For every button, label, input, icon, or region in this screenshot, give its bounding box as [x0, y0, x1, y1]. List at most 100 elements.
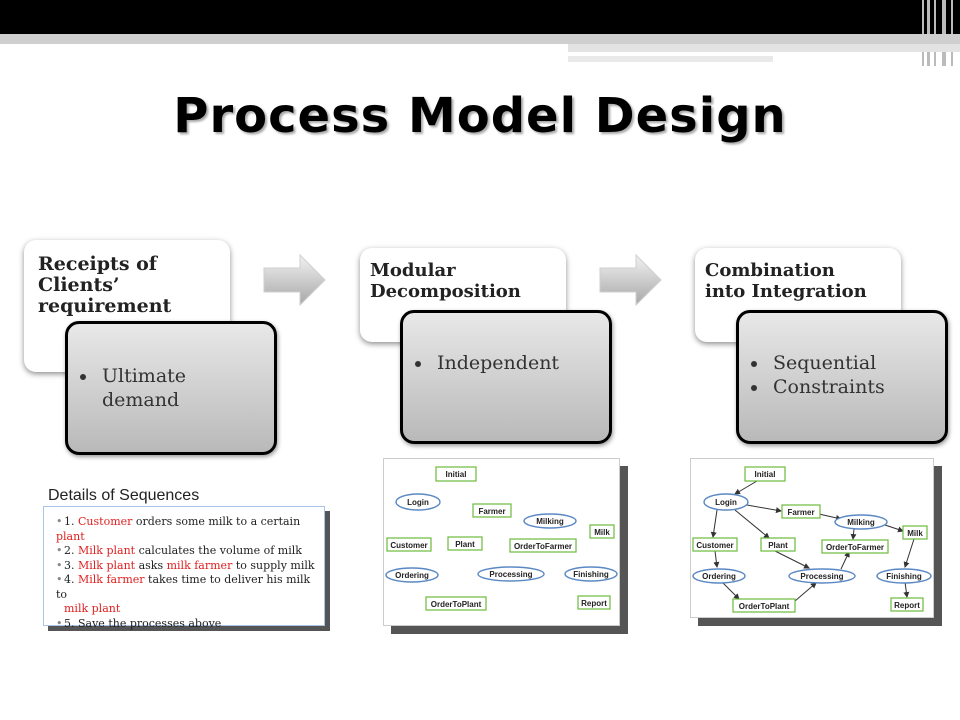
phase-detail-integration: Sequential Constraints: [736, 310, 948, 444]
phase-title-line: Modular: [370, 260, 456, 281]
phase-title-line: Combination: [705, 260, 835, 281]
edge-milking-order-to-farmer: [850, 528, 857, 540]
node-finishing: [564, 566, 618, 582]
node-finishing-label: Finishing: [886, 572, 922, 581]
node-order-to-plant-label: OrderToPlant: [431, 600, 482, 609]
detail-bullet: Sequential: [769, 351, 945, 375]
node-report: [577, 595, 611, 610]
node-finishing-label: Finishing: [573, 570, 609, 579]
node-login: [703, 493, 749, 511]
node-order-to-plant-label: OrderToPlant: [739, 602, 790, 611]
top-stripes-decoration: [920, 0, 960, 66]
node-ordering-label: Ordering: [395, 571, 429, 580]
node-customer: [692, 537, 738, 552]
edge-processing-order-to-farmer: [840, 551, 850, 570]
node-login-label: Login: [407, 498, 429, 507]
node-farmer-label: Farmer: [787, 508, 814, 517]
node-processing-label: Processing: [800, 572, 843, 581]
sequence-item: •5. Save the processes above: [56, 616, 222, 630]
node-ordering: [385, 567, 439, 583]
node-customer-label: Customer: [390, 541, 427, 550]
edge-ordering-order-to-plant: [722, 582, 740, 600]
node-order-to-farmer: [509, 538, 577, 553]
phase-title-line: Decomposition: [370, 281, 521, 302]
phase-title-line: Clients’: [38, 274, 120, 296]
node-farmer-label: Farmer: [478, 507, 505, 516]
node-initial: [435, 466, 477, 482]
node-login: [395, 493, 441, 511]
detail-bullet-line: Ultimate: [102, 365, 187, 387]
phase-title: Modular Decomposition: [370, 260, 521, 302]
node-initial-label: Initial: [755, 470, 776, 479]
phase-title-line: into Integration: [705, 281, 867, 302]
node-ordering-label: Ordering: [702, 572, 736, 581]
node-order-to-plant: [425, 596, 487, 611]
node-order-to-farmer-label: OrderToFarmer: [514, 542, 572, 551]
node-report-label: Report: [894, 601, 920, 610]
header-band-secondary: [568, 44, 960, 52]
node-milking-label: Milking: [847, 518, 875, 527]
node-initial-label: Initial: [446, 470, 467, 479]
node-milking-label: Milking: [536, 517, 564, 526]
node-plant: [447, 536, 483, 551]
sequences-list: •1. Customer orders some milk to a certa…: [44, 507, 324, 631]
node-milking: [834, 514, 888, 530]
node-farmer: [472, 503, 512, 518]
node-milk-label: Milk: [907, 529, 923, 538]
edge-finishing-report: [903, 581, 910, 598]
node-finishing: [876, 568, 932, 584]
node-report: [890, 597, 924, 612]
edge-farmer-milking: [818, 513, 842, 521]
edge-login-plant: [734, 509, 770, 539]
detail-bullet: Independent: [433, 351, 609, 375]
node-processing: [788, 568, 856, 584]
node-processing: [477, 566, 545, 582]
node-plant-label: Plant: [768, 541, 788, 550]
node-milking: [523, 513, 577, 529]
sequences-heading: Details of Sequences: [48, 487, 200, 504]
edge-plant-processing: [774, 550, 810, 569]
phase-title-line: Receipts of: [38, 253, 157, 275]
sequence-item-continuation: milk plant: [64, 602, 121, 615]
phase-detail-receipts: Ultimate demand: [65, 321, 277, 455]
detail-bullet: Ultimate demand: [98, 364, 274, 412]
node-milk: [902, 525, 928, 540]
sequence-item: •2. Milk plant calculates the volume of …: [56, 544, 302, 557]
sequences-box: •1. Customer orders some milk to a certa…: [43, 506, 325, 630]
node-milk-label: Milk: [594, 528, 610, 537]
edge-customer-ordering: [713, 550, 720, 568]
phase-detail-decomposition: Independent: [400, 310, 612, 444]
node-order-to-plant: [732, 598, 796, 613]
sequence-item: •3. Milk plant asks milk farmer to suppl…: [56, 558, 315, 572]
edge-milk-finishing: [903, 538, 915, 568]
edge-login-farmer: [746, 504, 782, 514]
edge-login-customer: [710, 509, 718, 538]
node-customer-label: Customer: [696, 541, 733, 550]
node-customer: [386, 537, 432, 552]
node-plant: [760, 537, 796, 552]
header-band: [0, 34, 960, 44]
phase-title: Receipts of Clients’ requirement: [38, 254, 171, 317]
node-order-to-farmer-label: OrderToFarmer: [826, 543, 884, 552]
node-order-to-farmer: [821, 539, 889, 554]
slide-title: Process Model Design: [173, 88, 787, 144]
node-milk: [589, 524, 615, 539]
edge-order-to-plant-processing: [794, 582, 817, 602]
sequence-item: •4. Milk farmer takes time to deliver hi…: [56, 573, 311, 601]
header-band-tertiary: [568, 56, 773, 62]
detail-bullet: Constraints: [769, 375, 945, 399]
node-plant-label: Plant: [455, 540, 475, 549]
detail-bullet-line: demand: [102, 389, 180, 411]
process-flow-diagram: Initial Login Farmer Milking Milk Custom…: [690, 458, 934, 618]
node-report-label: Report: [581, 599, 607, 608]
arrow-right-icon: [599, 253, 662, 307]
top-bar: [0, 0, 960, 34]
phase-title-line: requirement: [38, 295, 172, 317]
node-ordering: [692, 568, 746, 584]
node-login-label: Login: [715, 498, 737, 507]
node-initial: [744, 466, 786, 482]
arrow-right-icon: [263, 253, 326, 307]
process-nodes-diagram: Initial Login Farmer Milking Milk Custom…: [383, 458, 620, 626]
sequence-item: •1. Customer orders some milk to a certa…: [56, 515, 301, 543]
phase-title: Combination into Integration: [705, 260, 867, 302]
